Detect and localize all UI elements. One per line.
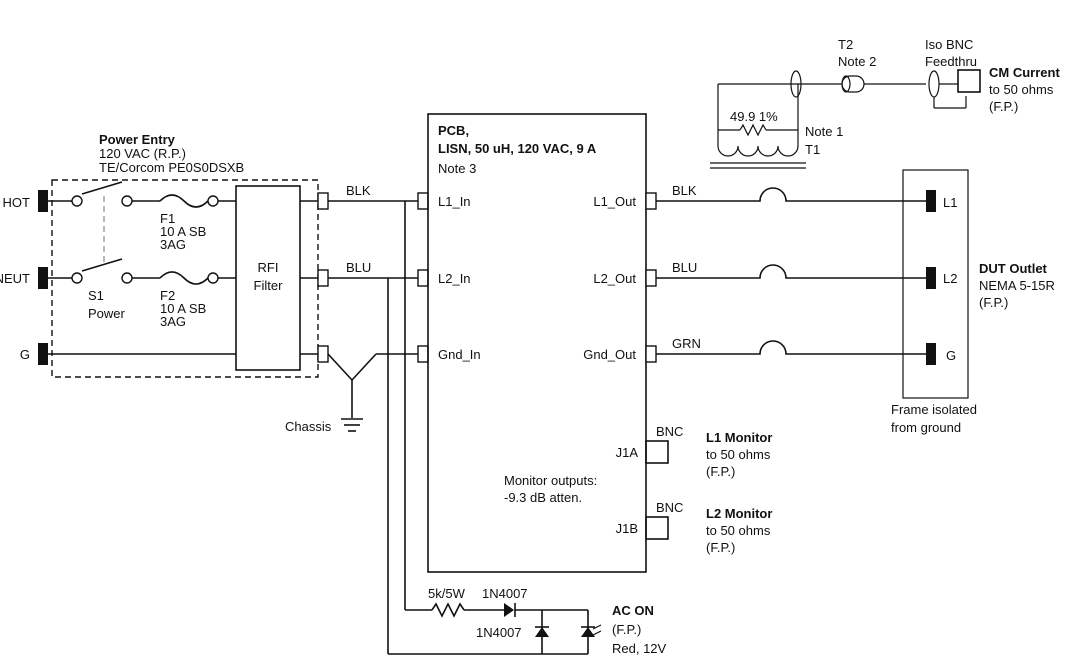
diode-1n4007-series — [504, 603, 514, 617]
rfi-filter: RFI Filter — [235, 185, 301, 371]
fuse-f1 — [159, 194, 209, 208]
input-terminals: HOT NEUT G — [0, 190, 48, 365]
wires-to-pcb: BLK BLU — [327, 183, 418, 418]
g-label: G — [20, 347, 30, 362]
pcb-l1-out: L1_Out — [593, 194, 636, 209]
bnc-j1b: BNC L2 Monitor to 50 ohms (F.P.) — [645, 500, 772, 555]
wire-out-blk: BLK — [672, 183, 697, 198]
iso-bnc-line2: Feedthru — [925, 54, 977, 69]
pcb-l2-out: L2_Out — [593, 271, 636, 286]
neut-label: NEUT — [0, 271, 30, 286]
dut-pin-l2: L2 — [943, 271, 957, 286]
pcb-title1: PCB, — [438, 123, 469, 138]
wire-in-blk: BLK — [346, 183, 371, 198]
ac-on-title: AC ON — [612, 603, 654, 618]
pcb-l1-in: L1_In — [438, 194, 471, 209]
pcb-lisn: PCB, LISN, 50 uH, 120 VAC, 9 A Note 3 L1… — [427, 113, 647, 573]
dut-title: DUT Outlet — [979, 261, 1048, 276]
l1-monitor-title: L1 Monitor — [706, 430, 772, 445]
f2-name: F2 — [160, 288, 175, 303]
hot-terminal — [38, 190, 48, 212]
ac-diode2-label: 1N4007 — [476, 625, 522, 640]
l1-monitor-line2: to 50 ohms — [706, 447, 771, 462]
power-entry-voltage: 120 VAC (R.P.) — [99, 146, 186, 161]
pcb-j1a: J1A — [616, 445, 639, 460]
monitor-line1: Monitor outputs: — [504, 473, 597, 488]
bnc-j1b-label: BNC — [656, 500, 683, 515]
dut-fp: (F.P.) — [979, 295, 1008, 310]
pcb-note: Note 3 — [438, 161, 476, 176]
resistor-5k — [431, 602, 465, 618]
ac-on-color: Red, 12V — [612, 641, 667, 656]
f1-name: F1 — [160, 211, 175, 226]
neut-terminal — [38, 267, 48, 289]
monitor-line2: -9.3 dB atten. — [504, 490, 582, 505]
dut-frame-line1: Frame isolated — [891, 402, 977, 417]
cm-line3: (F.P.) — [989, 99, 1018, 114]
switch-name: S1 — [88, 288, 104, 303]
ac-resistor-label: 5k/5W — [428, 586, 466, 601]
output-wires: BLK BLU GRN — [656, 183, 926, 355]
dut-pin-l1: L1 — [943, 195, 957, 210]
rfi-line2: Filter — [254, 278, 284, 293]
cm-line2: to 50 ohms — [989, 82, 1054, 97]
dut-outlet: L1 L2 G DUT Outlet NEMA 5-15R (F.P.) Fra… — [891, 169, 1055, 435]
bnc-j1a-label: BNC — [656, 424, 683, 439]
f2-type: 3AG — [160, 314, 186, 329]
pcb-gnd-in: Gnd_In — [438, 347, 481, 362]
iso-bnc-line1: Iso BNC — [925, 37, 973, 52]
l2-monitor-title: L2 Monitor — [706, 506, 772, 521]
bnc-j1a: BNC L1 Monitor to 50 ohms (F.P.) — [645, 424, 772, 479]
f1-type: 3AG — [160, 237, 186, 252]
g-terminal — [38, 343, 48, 365]
power-entry-part: TE/Corcom PE0S0DSXB — [99, 160, 244, 175]
chassis-label: Chassis — [285, 419, 332, 434]
ac-on-fp: (F.P.) — [612, 622, 641, 637]
pcb-j1b: J1B — [616, 521, 638, 536]
l2-monitor-line3: (F.P.) — [706, 540, 735, 555]
hot-label: HOT — [3, 195, 31, 210]
ac-on-circuit: 5k/5W 1N4007 1N4007 AC ON (F.P.) Red, 12… — [388, 586, 667, 656]
diode-1n4007-shunt — [535, 627, 549, 637]
fuse-f2 — [159, 271, 209, 285]
f2-rating: 10 A SB — [160, 301, 206, 316]
filter-output-pins — [300, 192, 329, 363]
pcb-title2: LISN, 50 uH, 120 VAC, 9 A — [438, 141, 597, 156]
cm-current-assembly: T2 Note 2 Iso BNC Feedthru CM Current to… — [710, 37, 1060, 169]
wire-in-blu: BLU — [346, 260, 371, 275]
cm-resistor-label: 49.9 1% — [730, 109, 778, 124]
wire-out-grn: GRN — [672, 336, 701, 351]
switch-s1-blade-1 — [81, 181, 123, 195]
dut-frame-line2: from ground — [891, 420, 961, 435]
cm-note1: Note 1 — [805, 124, 843, 139]
pcb-input-pins — [417, 192, 429, 363]
pcb-gnd-out: Gnd_Out — [583, 347, 636, 362]
cm-title: CM Current — [989, 65, 1060, 80]
resistor-49-9 — [739, 123, 767, 137]
dut-pin-g: G — [946, 348, 956, 363]
switch-label: Power — [88, 306, 126, 321]
pcb-l2-in: L2_In — [438, 271, 471, 286]
cm-t1: T1 — [805, 142, 820, 157]
chassis-ground: Chassis — [285, 418, 363, 434]
t2-note: Note 2 — [838, 54, 876, 69]
dut-type: NEMA 5-15R — [979, 278, 1055, 293]
f1-rating: 10 A SB — [160, 224, 206, 239]
switch-s1-blade-2 — [81, 258, 123, 272]
rfi-line1: RFI — [258, 260, 279, 275]
l1-monitor-line3: (F.P.) — [706, 464, 735, 479]
pcb-output-pins — [645, 192, 657, 363]
l2-monitor-line2: to 50 ohms — [706, 523, 771, 538]
neut-line: S1 Power F2 10 A SB 3AG — [48, 258, 236, 329]
power-entry-title: Power Entry — [99, 132, 176, 147]
wire-out-blu: BLU — [672, 260, 697, 275]
t1-winding — [717, 145, 799, 157]
ac-diode1-label: 1N4007 — [482, 586, 528, 601]
led-ac-on — [581, 627, 595, 637]
t2-label: T2 — [838, 37, 853, 52]
hot-line: F1 10 A SB 3AG — [48, 181, 236, 252]
